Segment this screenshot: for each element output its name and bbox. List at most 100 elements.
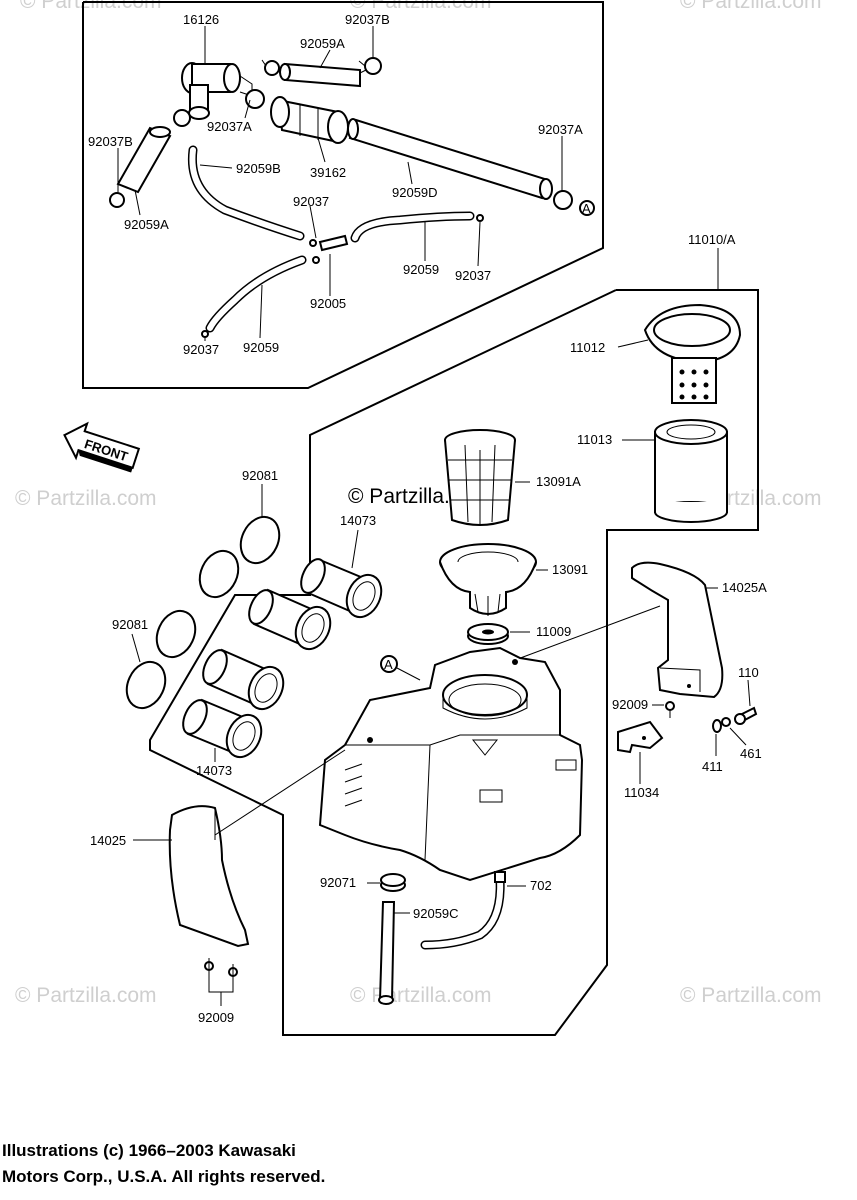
bolt-92009-right xyxy=(665,701,675,718)
watermark-mid-left: © Partzilla.com xyxy=(15,487,157,510)
ref-marker-a-box xyxy=(380,655,398,673)
o-ring-92081-b xyxy=(198,549,240,599)
label-92037-right: 92037 xyxy=(455,268,491,283)
clamp-92037B-left xyxy=(109,192,125,208)
clamp-92037B-top xyxy=(358,57,382,75)
bracket-14025A xyxy=(631,561,724,699)
watermark-top-left: © Partzilla.com xyxy=(20,0,162,13)
label-702: 702 xyxy=(530,878,552,893)
label-92059-bottom: 92059 xyxy=(243,340,279,355)
label-92037-bottom: 92037 xyxy=(183,342,219,357)
label-11034: 11034 xyxy=(624,785,659,800)
leader-lines-upper xyxy=(117,26,563,341)
clamp-92037A-right xyxy=(553,190,573,210)
air-box xyxy=(318,646,584,882)
label-92037-mid: 92037 xyxy=(293,194,329,209)
o-ring-92081-d xyxy=(125,660,167,710)
ref-marker-a-top-letter: A xyxy=(582,201,591,216)
label-92059A-left: 92059A xyxy=(124,217,169,232)
duct-14073-c xyxy=(202,648,285,711)
label-92009-right: 92009 xyxy=(612,697,648,712)
bracket-14025 xyxy=(168,805,250,948)
hose-92059D xyxy=(347,118,553,200)
leader-bracket-to-box xyxy=(514,605,661,661)
label-11009: 11009 xyxy=(536,624,571,639)
label-92081-left: 92081 xyxy=(112,617,148,632)
tube-92059C xyxy=(378,901,396,1005)
label-92037A-right: 92037A xyxy=(538,122,583,137)
washer-411 xyxy=(712,719,722,733)
clamp-near-fitting xyxy=(245,59,280,109)
label-11010A: 11010/A xyxy=(688,232,736,247)
watermark-bottom-center: © Partzilla.com xyxy=(350,984,492,1007)
ref-marker-a-top xyxy=(579,200,595,216)
watermark-top-center: © Partzilla.com xyxy=(350,0,492,13)
copyright-line-2: Motors Corp., U.S.A. All rights reserved… xyxy=(2,1167,325,1186)
label-11013: 11013 xyxy=(577,432,612,447)
bracket-11034 xyxy=(617,720,664,754)
label-39162: 39162 xyxy=(310,165,346,180)
label-92037A-left: 92037A xyxy=(207,119,252,134)
label-13091: 13091 xyxy=(552,562,588,577)
label-92059D: 92059D xyxy=(392,185,438,200)
filter-cap-11012 xyxy=(643,303,742,404)
label-92081-top: 92081 xyxy=(242,468,278,483)
bolts-92009-bottom xyxy=(204,958,238,1006)
funnel-13091 xyxy=(439,543,537,616)
label-110: 110 xyxy=(738,665,759,680)
clamp-92037A-left xyxy=(173,109,191,127)
air-filter-stack: 11010/A 11012 11013 13091A xyxy=(439,232,742,645)
assembly-boundaries xyxy=(82,1,759,1036)
hose-702 xyxy=(420,871,506,950)
filter-element-11013 xyxy=(654,419,728,523)
copyright-line-1: Illustrations (c) 1966–2003 Kawasaki xyxy=(2,1141,296,1160)
label-16126: 16126 xyxy=(183,12,219,27)
hose-92059A-left xyxy=(116,126,172,194)
label-92059-mid: 92059 xyxy=(403,262,439,277)
label-411: 411 xyxy=(702,759,723,774)
hose-92059-bottom xyxy=(201,255,307,338)
label-92059A-top: 92059A xyxy=(300,36,345,51)
label-14025A: 14025A xyxy=(722,580,767,595)
duct-14073-a xyxy=(300,558,383,619)
left-rings-and-ducts: 92081 92081 xyxy=(112,468,383,778)
label-92005: 92005 xyxy=(310,296,346,311)
watermark-top-right: © Partzilla.com xyxy=(680,0,822,13)
front-arrow: FRONT xyxy=(63,421,141,473)
label-92037B-top: 92037B xyxy=(345,12,390,27)
watermark-bottom-left: © Partzilla.com xyxy=(15,984,157,1007)
bolt-110 xyxy=(734,706,758,725)
label-92037B-left: 92037B xyxy=(88,134,133,149)
grommet-11009 xyxy=(467,623,509,645)
hose-92059B xyxy=(187,145,305,241)
t-fitting-16126 xyxy=(181,62,253,120)
watermark-bottom-right: © Partzilla.com xyxy=(680,984,822,1007)
label-92059C: 92059C xyxy=(413,906,459,921)
grommet-92071 xyxy=(380,873,406,892)
label-14073-bottom: 14073 xyxy=(196,763,232,778)
label-92071: 92071 xyxy=(320,875,356,890)
hose-92059A-top xyxy=(279,62,361,88)
label-461: 461 xyxy=(740,746,762,761)
label-11012: 11012 xyxy=(570,340,605,355)
hose-92059-right xyxy=(350,211,484,243)
label-14025: 14025 xyxy=(90,833,126,848)
ref-marker-a-box-letter: A xyxy=(384,657,393,672)
label-92059B: 92059B xyxy=(236,161,281,176)
label-13091A: 13091A xyxy=(536,474,581,489)
right-bracket-parts: 14025A 110 461 411 92009 11034 xyxy=(514,561,767,800)
leader-bracket14025-to-box xyxy=(214,749,346,836)
o-ring-92081-a xyxy=(239,515,281,565)
duct-14073-d xyxy=(182,698,263,759)
washer-461 xyxy=(721,717,731,727)
o-ring-92081-c xyxy=(155,609,197,659)
label-92009-bottom: 92009 xyxy=(198,1010,234,1025)
label-14073-top: 14073 xyxy=(340,513,376,528)
duct-14073-b xyxy=(248,588,332,651)
silencer-39162 xyxy=(270,96,349,144)
fitting-92005 xyxy=(309,234,349,264)
screen-13091A xyxy=(444,429,516,526)
upper-hose-assembly: A xyxy=(88,12,595,357)
airbox-group-outline xyxy=(149,289,759,1036)
